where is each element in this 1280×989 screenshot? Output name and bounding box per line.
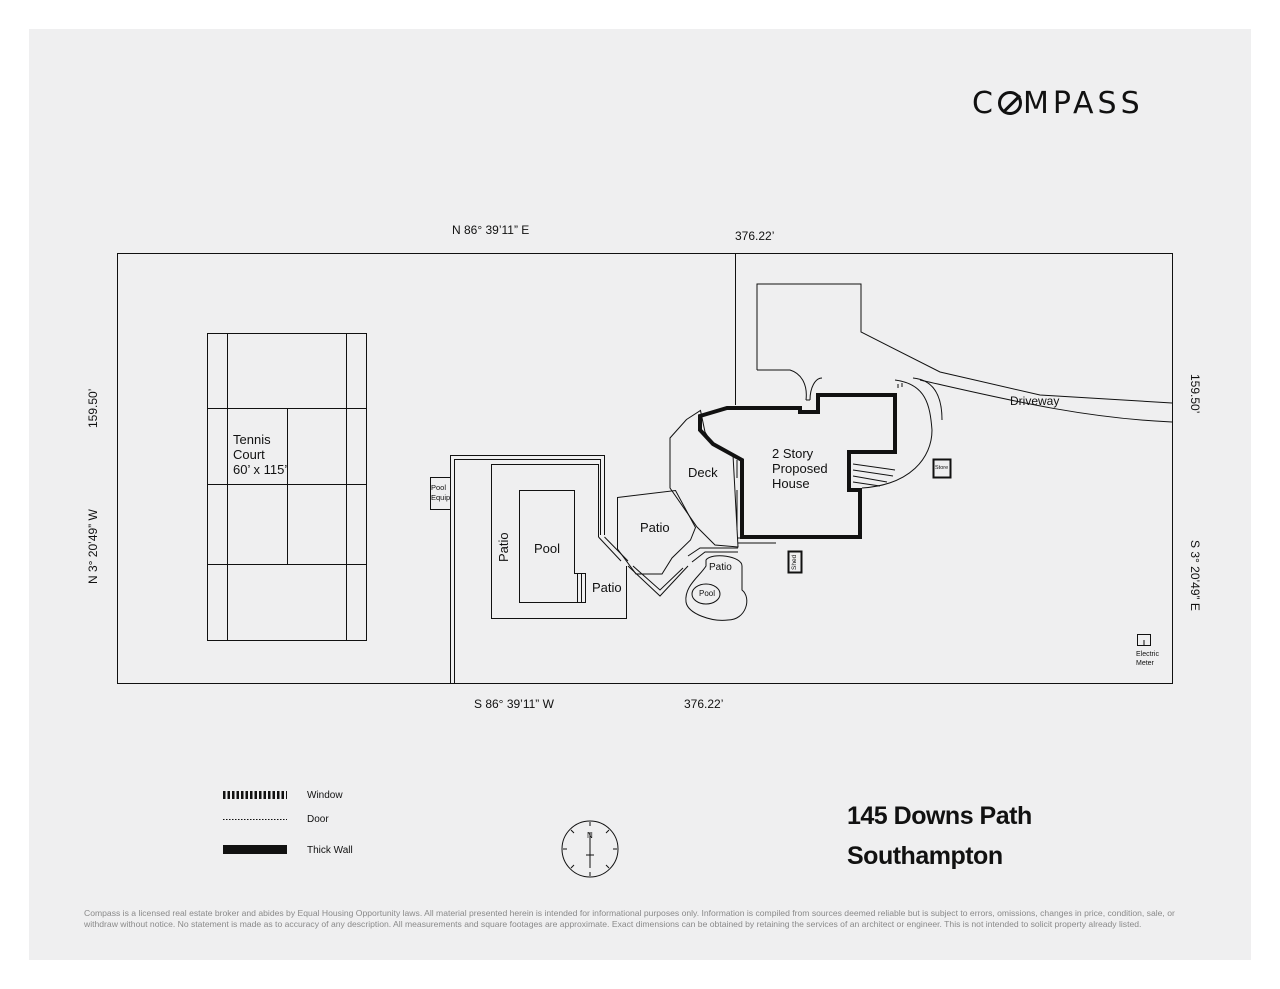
pool-equip-line2: Equip [431,493,451,502]
house-thick-wall [698,393,897,539]
legend-window-label: Window [307,790,343,801]
tennis-label-line2: Court [233,446,265,462]
top-bearing-label: N 86° 39’11” E [452,223,530,237]
tennis-label-line1: Tennis [233,432,271,447]
pool-equip-line1: Pool [431,483,447,492]
disclaimer-text: Compass is a licensed real estate broker… [84,908,1175,929]
logo-letters: MPASS [1022,86,1144,121]
legend-door-label: Door [307,814,329,825]
pool-area-fence-inner [454,459,601,684]
legend-symbols [223,791,287,854]
center-patio [617,489,738,597]
logo-letter-c: C [972,86,997,121]
bottom-distance-label: 376.22’ [684,697,724,711]
right-distance-label: 159.50’ [1188,374,1202,414]
property-boundary [117,253,1173,684]
spa-patio [685,555,748,621]
house-label-line1: 2 Story [772,446,814,461]
patio-center-label: Patio [640,520,670,535]
house-label: 2 Story Proposed House [772,446,828,492]
store-label: Store [935,465,949,471]
pool-equip-label: Pool Equip [431,483,450,503]
electric-meter-symbol [1137,634,1151,646]
driveway-label: Driveway [1010,394,1060,408]
shed-box [787,550,803,574]
right-bearing-label: S 3° 20’49” E [1188,540,1202,611]
electric-label-line2: Meter [1136,660,1154,667]
patio-small-label: Patio [592,580,622,595]
patio-left-label: Patio [496,532,511,562]
pool-area-fence [450,455,605,684]
compass-north-label: N [587,831,593,840]
top-distance-label: 376.22’ [735,229,775,243]
logo-o-mark-icon [997,91,1022,115]
electric-meter-label: Electric Meter [1136,650,1159,668]
compass-logo: C MPASS [972,86,1144,121]
shed-label: Shed [791,554,798,570]
tennis-court-label: Tennis Court 60’ x 115’ [233,432,288,478]
store-box [932,458,952,479]
patio-spa-label: Patio [709,562,732,573]
house-label-line3: House [772,475,810,491]
bottom-bearing-label: S 86° 39’11” W [474,697,554,711]
house-label-line2: Proposed [772,460,828,476]
compass-rose-icon [561,820,619,878]
legend-thick-wall-symbol [223,845,287,854]
deck-label: Deck [688,465,718,480]
pool-spa-label: Pool [699,589,716,598]
tennis-label-line3: 60’ x 115’ [233,461,288,477]
main-patio-pool [491,464,629,619]
deck-outline [669,409,739,548]
driveway-lines [738,283,1173,544]
address-line1: 145 Downs Path [847,802,1032,830]
left-distance-label: 159.50’ [86,388,100,428]
left-bearing-label: N 3° 20’49” W [86,509,100,584]
pool-equip-box [430,477,451,510]
tennis-court [207,333,367,641]
electric-label-line1: Electric [1136,651,1159,658]
legend-thick-wall-label: Thick Wall [307,845,353,856]
pool-main-label: Pool [534,541,561,556]
address-line2: Southampton [847,842,1003,870]
